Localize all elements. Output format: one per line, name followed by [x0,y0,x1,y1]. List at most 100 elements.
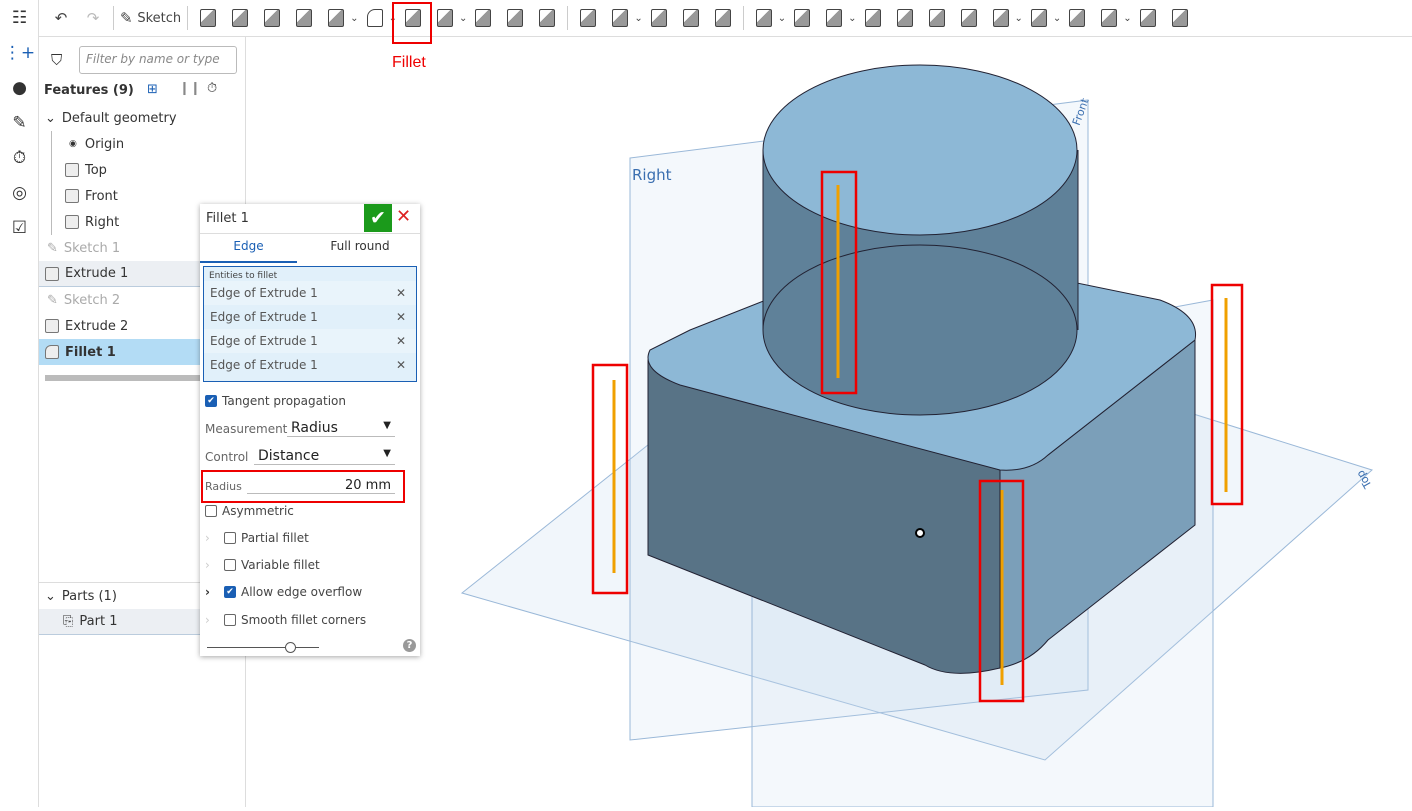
partial-fillet-option[interactable]: ›Partial fillet [205,531,309,545]
tab-edge[interactable]: Edge [200,237,297,263]
replace-face-button[interactable] [923,4,951,32]
entity-item[interactable]: Edge of Extrude 1✕ [204,305,416,329]
tree-item-origin[interactable]: ◉Origin [39,131,246,157]
comment-icon[interactable]: ● [12,77,27,98]
boolean-button[interactable] [677,4,705,32]
opacity-slider[interactable] [207,642,319,653]
sketch-button[interactable]: ✎ Sketch [120,4,181,32]
remove-icon[interactable]: ✕ [395,286,406,300]
delete-face-button[interactable] [859,4,887,32]
notes-icon[interactable]: ✎ [12,112,27,133]
chevron-down-icon[interactable]: ⌄ [1123,12,1132,24]
hole-button[interactable] [533,4,561,32]
remove-icon[interactable]: ✕ [395,358,406,372]
chevron-right-icon[interactable]: › [205,613,210,627]
filter-icon[interactable]: ⛉ [51,51,63,69]
checklist-icon[interactable]: ☑ [11,217,28,238]
tag-button[interactable] [1166,4,1194,32]
mirror-button[interactable] [645,4,673,32]
mate-connector-button[interactable] [987,4,1015,32]
plane-button[interactable] [955,4,983,32]
undo-button[interactable]: ↶ [54,9,68,27]
checkbox[interactable] [224,532,236,544]
shell-button[interactable] [501,4,529,32]
tree-item-right[interactable]: Right [39,209,246,235]
chevron-down-icon[interactable]: ⌄ [458,12,468,24]
tangent-checkbox[interactable]: ✔Tangent propagation [205,394,346,408]
checkbox-checked[interactable]: ✔ [224,586,236,598]
add-folder-icon[interactable]: ⊞ [147,82,158,97]
draft-button[interactable] [431,4,459,32]
chevron-right-icon[interactable]: › [205,531,210,545]
parts-group[interactable]: ⌄Parts (1) [39,583,246,609]
measure-button[interactable] [1063,4,1091,32]
part-studio-button[interactable] [1134,4,1162,32]
measurement-select[interactable]: Radius▼ [287,420,395,437]
asymmetric-checkbox[interactable]: Asymmetric [205,504,294,518]
transform-button[interactable] [750,4,778,32]
smooth-corners-option[interactable]: ›Smooth fillet corners [205,613,366,627]
model-canvas[interactable]: Right Front Top [246,37,1412,808]
fillet-button[interactable] [361,4,389,32]
chevron-right-icon[interactable]: › [205,558,210,572]
add-point-icon[interactable]: ⋮+ [3,42,36,63]
thread-button[interactable] [574,4,602,32]
chevron-down-icon[interactable]: ⌄ [634,12,643,24]
radius-input[interactable]: 20 mm [247,478,395,494]
tree-item-front[interactable]: Front [39,183,246,209]
help-icon[interactable]: ? [403,639,416,652]
checkbox[interactable] [205,505,217,517]
checkbox-checked[interactable]: ✔ [205,395,217,407]
stopwatch-icon[interactable]: ⏱ [207,81,218,96]
remove-icon[interactable]: ✕ [395,310,406,324]
tree-item-sketch1[interactable]: ✎Sketch 1 [39,235,246,261]
remove-icon[interactable]: ✕ [395,334,406,348]
tree-item-sketch2[interactable]: ✎Sketch 2 [39,287,246,313]
control-select[interactable]: Distance▼ [254,448,395,465]
tab-full-round[interactable]: Full round [330,239,390,253]
entities-list[interactable]: Entities to fillet Edge of Extrude 1✕Edg… [203,266,417,382]
thicken-button[interactable] [322,4,350,32]
modify-fillet-button[interactable] [820,4,848,32]
rib-button[interactable] [469,4,497,32]
variable-fillet-option[interactable]: ›Variable fillet [205,558,320,572]
loft-button[interactable] [290,4,318,32]
delete-part-button[interactable] [788,4,816,32]
analysis-icon[interactable]: ◎ [12,182,27,203]
chevron-down-icon[interactable]: ⌄ [848,12,857,24]
split-button[interactable] [709,4,737,32]
extrude-button[interactable] [194,4,222,32]
3d-viewport[interactable]: Right Front Top [246,37,1412,808]
entity-item[interactable]: Edge of Extrude 1✕ [204,281,416,305]
feature-tree-icon[interactable]: ☷ [11,7,28,28]
tree-item-extrude2[interactable]: Extrude 2 [39,313,246,339]
chevron-down-icon[interactable]: ⌄ [350,12,359,24]
chevron-down-icon[interactable]: ⌄ [1052,12,1062,24]
timer-icon[interactable]: ⏱ [12,147,27,168]
sweep-button[interactable] [258,4,286,32]
slider-handle[interactable] [285,642,296,653]
rollback-bar[interactable] [45,375,205,381]
edge-overflow-option[interactable]: ›✔Allow edge overflow [205,585,362,599]
pause-icon[interactable]: ❙❙ [179,81,201,96]
chamfer-button[interactable] [399,4,427,32]
helix-button[interactable] [1025,4,1053,32]
entity-item[interactable]: Edge of Extrude 1✕ [204,329,416,353]
checkbox[interactable] [224,614,236,626]
entity-item[interactable]: Edge of Extrude 1 ✕ [204,353,416,377]
chevron-down-icon[interactable]: ⌄ [777,12,787,24]
filter-input[interactable]: Filter by name or type [79,46,237,74]
chevron-right-icon[interactable]: › [205,585,210,599]
pattern-button[interactable] [606,4,634,32]
chevron-down-icon[interactable]: ⌄ [1014,12,1023,24]
default-geometry-group[interactable]: ⌄Default geometry [39,105,246,131]
tree-item-top[interactable]: Top [39,157,246,183]
entity-label: Edge of Extrude 1 [210,358,318,372]
confirm-button[interactable]: ✔ [364,204,392,232]
redo-button[interactable]: ↷ [86,9,100,27]
cancel-button[interactable]: ✕ [396,206,412,227]
revolve-button[interactable] [226,4,254,32]
variable-button[interactable] [1095,4,1123,32]
checkbox[interactable] [224,559,236,571]
move-face-button[interactable] [891,4,919,32]
